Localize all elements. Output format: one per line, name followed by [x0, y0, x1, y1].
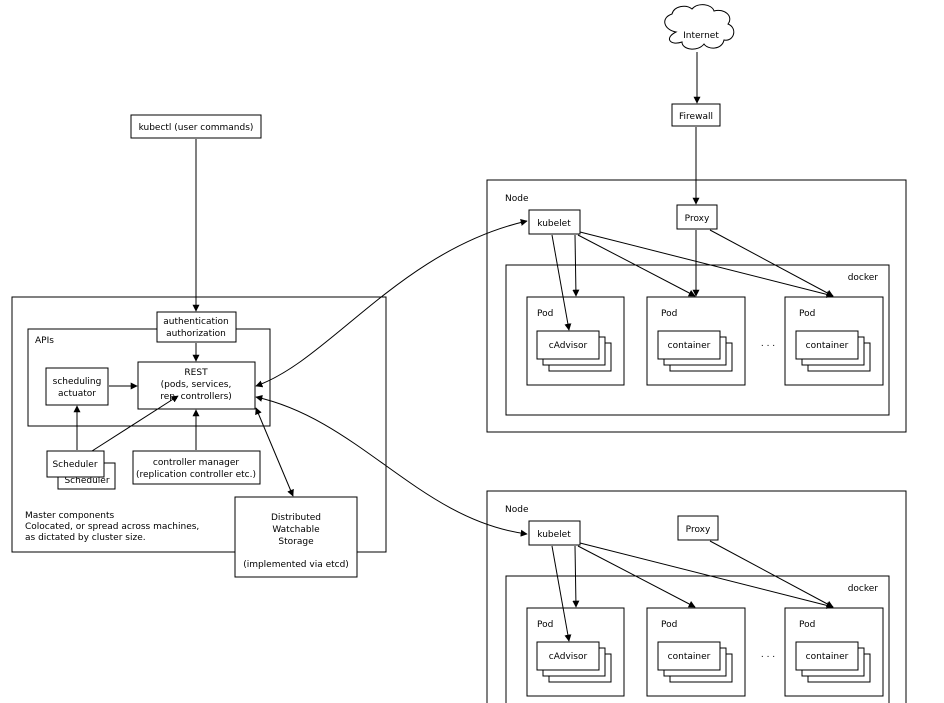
node-bottom-kubelet-rect — [528, 520, 581, 546]
storage-line2: Watchable — [272, 525, 320, 535]
scheduler-front-rect — [46, 450, 105, 478]
node-bottom-proxy-to-pod3-arrow — [709, 540, 834, 608]
rest-to-kubelet-top-arrow — [255, 218, 528, 388]
node-top-pod2-layer1 — [657, 330, 721, 360]
auth-line2: authorization — [166, 329, 226, 339]
firewall-rect — [671, 103, 721, 127]
node-bottom-pod2-label: Pod — [661, 620, 677, 630]
rest-line2: (pods, services, — [161, 380, 232, 390]
auth-box: authentication authorization — [156, 311, 237, 343]
node-bottom-label: Node — [505, 505, 529, 515]
node-top-kubelet-to-pod2-arrow — [577, 234, 696, 297]
storage-box: Distributed Watchable Storage (implement… — [234, 496, 358, 578]
scheduler-stack: Scheduler Scheduler — [46, 450, 116, 490]
auth-rect — [156, 311, 237, 343]
storage-line1: Distributed — [271, 513, 321, 523]
scheduler-back-label: Scheduler — [64, 476, 109, 486]
firewall-box: Firewall — [671, 103, 721, 127]
rest-box: REST (pods, services, rep. controllers) — [137, 361, 256, 410]
master-desc-line2: Colocated, or spread across machines, — [25, 522, 199, 532]
node-bottom-pod1-layer1 — [536, 641, 600, 671]
node-top-docker-frame — [505, 264, 890, 416]
node-top-pod3-layer1 — [795, 330, 859, 360]
scheduling-actuator-rect — [45, 367, 109, 406]
master-desc-line1: Master components — [25, 511, 115, 521]
node-bottom-kubelet-to-pod1-arrow — [572, 545, 580, 608]
node-bottom-docker-label: docker — [848, 584, 879, 594]
cloud-shape — [664, 4, 735, 50]
rest-rect — [137, 361, 256, 410]
node-top: Node kubelet Proxy docker Pod cAdvisor P… — [486, 179, 907, 433]
node-top-pod2-inner: container — [668, 341, 711, 351]
node-top-label: Node — [505, 194, 529, 204]
node-top-pod3-inner: container — [806, 341, 849, 351]
rest-storage-arrow — [255, 407, 294, 497]
node-bottom-proxy-label: Proxy — [686, 525, 711, 535]
node-bottom-docker-frame — [505, 575, 890, 703]
storage-line3: Storage — [278, 537, 314, 547]
node-bottom-proxy-rect — [677, 515, 719, 541]
node-top-proxy-rect — [676, 204, 718, 230]
node-top-pod2-label: Pod — [661, 309, 677, 319]
node-bottom-kubelet-to-pod3-arrow — [579, 542, 834, 609]
node-bottom-pod3-inner: container — [806, 652, 849, 662]
node-bottom-kubelet-to-cadvisor-arrow — [551, 545, 572, 642]
firewall-label: Firewall — [679, 112, 713, 122]
node-top-kubelet-label: kubelet — [537, 219, 571, 229]
scheduler-to-rest-arrow — [91, 395, 179, 452]
node-bottom-kubelet-to-pod2-arrow — [577, 545, 696, 608]
node-bottom-pod1-inner: cAdvisor — [549, 652, 588, 662]
node-top-docker-label: docker — [848, 273, 879, 283]
node-top-pod1-layer1 — [536, 330, 600, 360]
node-top-pod1-inner: cAdvisor — [549, 341, 588, 351]
node-top-pod1-label: Pod — [537, 309, 553, 319]
node-top-proxy-to-pod3-arrow — [709, 229, 834, 297]
auth-line1: authentication — [163, 317, 228, 327]
storage-line4: (implemented via etcd) — [243, 560, 349, 570]
node-bottom-pod2-layer1 — [657, 641, 721, 671]
node-bottom-ellipsis: . . . — [761, 650, 775, 660]
controller-manager-box: controller manager (replication controll… — [132, 450, 261, 485]
node-bottom: Node kubelet Proxy docker Pod cAdvisor P… — [486, 490, 907, 703]
node-bottom-frame — [486, 490, 907, 703]
controller-manager-rect — [132, 450, 261, 485]
node-bottom-pod3-layer1 — [795, 641, 859, 671]
rest-line3: rep. controllers) — [160, 392, 232, 402]
controller-manager-line1: controller manager — [153, 458, 240, 468]
kubectl-rect — [130, 114, 262, 139]
scheduler-front-label: Scheduler — [52, 460, 97, 470]
apis-label: APIs — [35, 336, 54, 346]
rest-line1: REST — [184, 368, 208, 378]
node-top-kubelet-to-pod1-arrow — [572, 234, 580, 297]
node-bottom-pod2-inner: container — [668, 652, 711, 662]
node-bottom-pod3-label: Pod — [799, 620, 815, 630]
internet-label: Internet — [683, 31, 719, 41]
node-top-proxy-label: Proxy — [685, 214, 710, 224]
node-top-kubelet-rect — [528, 209, 581, 235]
scheduling-actuator-line2: actuator — [58, 389, 96, 399]
node-bottom-kubelet-label: kubelet — [537, 530, 571, 540]
node-top-kubelet-to-cadvisor-arrow — [551, 234, 572, 331]
node-top-ellipsis: . . . — [761, 339, 775, 349]
controller-manager-line2: (replication controller etc.) — [136, 470, 256, 480]
kubectl-box: kubectl (user commands) — [130, 114, 262, 139]
node-top-kubelet-to-pod3-arrow — [579, 231, 834, 298]
scheduling-actuator-box: scheduling actuator — [45, 367, 109, 406]
internet-cloud: Internet — [664, 4, 735, 50]
node-top-pod3-label: Pod — [799, 309, 815, 319]
kubectl-label: kubectl (user commands) — [139, 123, 254, 133]
node-top-frame — [486, 179, 907, 433]
node-bottom-pod1-label: Pod — [537, 620, 553, 630]
scheduling-actuator-line1: scheduling — [53, 377, 102, 387]
master-desc-line3: as dictated by cluster size. — [25, 533, 146, 543]
